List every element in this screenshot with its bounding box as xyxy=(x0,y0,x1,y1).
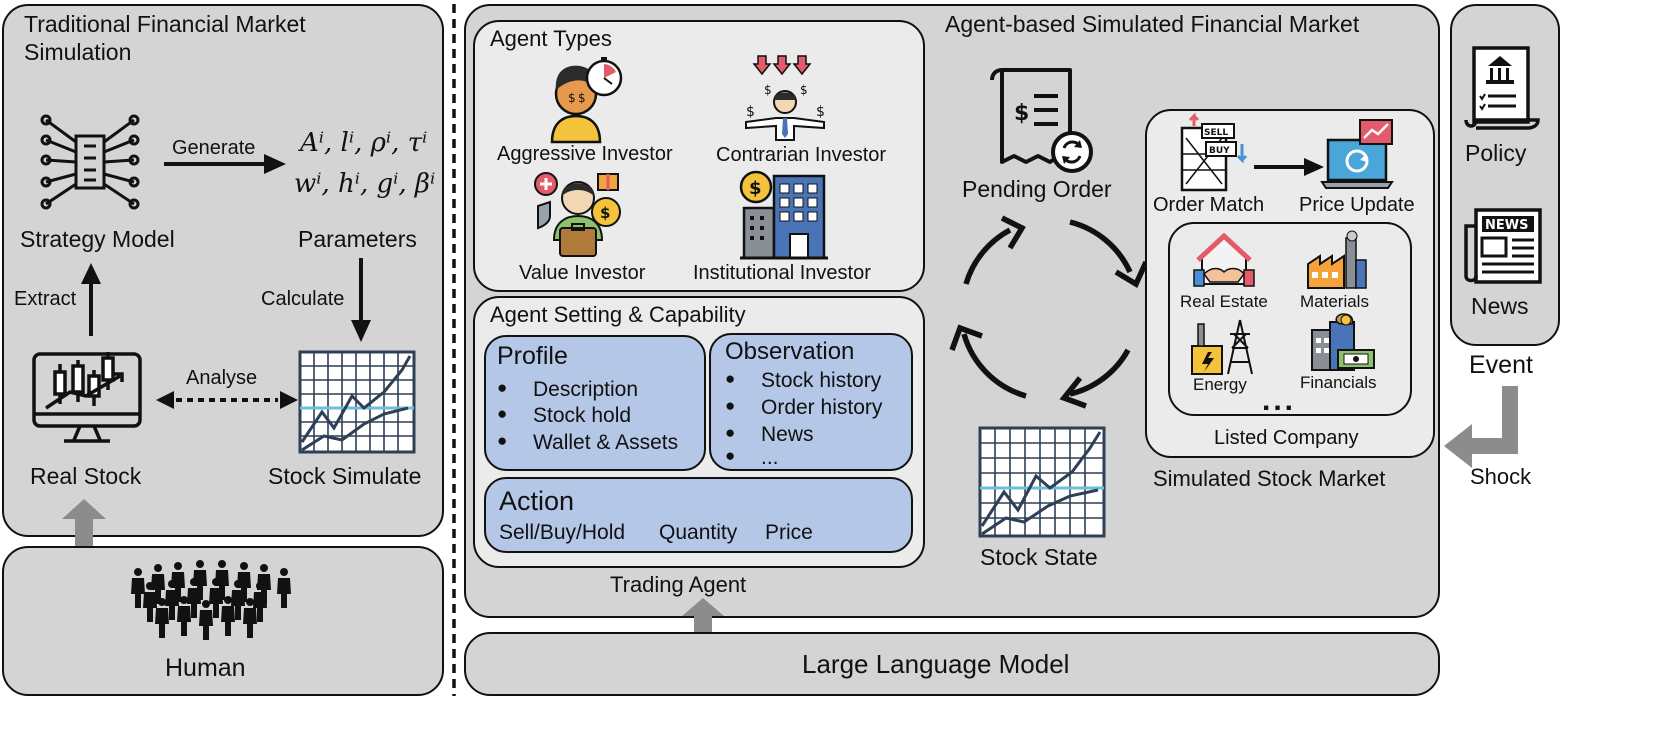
trading-agent-label: Trading Agent xyxy=(610,572,747,597)
stock-simulate-icon xyxy=(298,350,416,454)
policy-label: Policy xyxy=(1465,140,1527,166)
profile-item: Stock hold xyxy=(497,404,631,428)
price-update-icon xyxy=(1320,119,1394,189)
svg-text:$: $ xyxy=(568,91,576,105)
parameters-label: Parameters xyxy=(298,226,417,252)
institutional-investor-icon: $ xyxy=(739,170,828,260)
company-label-energy: Energy xyxy=(1193,375,1247,394)
company-label-real-estate: Real Estate xyxy=(1180,292,1268,311)
strategy-model-label: Strategy Model xyxy=(20,226,175,252)
policy-icon xyxy=(1464,46,1540,130)
section-divider xyxy=(452,4,456,696)
order-match-label: Order Match xyxy=(1153,194,1265,216)
calculate-label: Calculate xyxy=(261,288,345,310)
financials-icon xyxy=(1311,313,1375,371)
news-label: News xyxy=(1471,293,1529,319)
action-title: Action xyxy=(499,486,575,516)
sell-tag: SELL xyxy=(1204,128,1228,138)
observation-item: Order history xyxy=(725,396,882,420)
real-stock-label: Real Stock xyxy=(30,463,142,489)
contrarian-investor-label: Contrarian Investor xyxy=(716,144,887,166)
calculate-arrow xyxy=(351,258,371,342)
stock-state-label: Stock State xyxy=(980,544,1098,570)
svg-text:$: $ xyxy=(816,104,825,120)
action-item: Sell/Buy/Hold xyxy=(499,521,626,544)
extract-label: Extract xyxy=(14,288,77,310)
match-to-price-arrow xyxy=(1254,158,1324,176)
action-item: Quantity xyxy=(659,521,738,544)
company-label-financials: Financials xyxy=(1300,373,1377,392)
stock-market-title: Simulated Stock Market xyxy=(1153,466,1386,491)
energy-icon xyxy=(1191,319,1253,375)
svg-text:$: $ xyxy=(578,91,586,105)
company-label-materials: Materials xyxy=(1300,292,1369,311)
stock-state-icon xyxy=(978,426,1106,538)
action-box xyxy=(484,477,913,553)
llm-label: Large Language Model xyxy=(802,649,1070,679)
materials-icon xyxy=(1307,230,1367,289)
real-stock-icon xyxy=(32,352,142,443)
pending-order-icon: $ xyxy=(990,68,1093,173)
event-title: Event xyxy=(1469,351,1533,379)
svg-text:$: $ xyxy=(746,104,755,120)
svg-text:$: $ xyxy=(764,83,772,97)
generate-arrow xyxy=(164,154,286,174)
agent-setting-title: Agent Setting & Capability xyxy=(490,302,746,327)
observation-item: Stock history xyxy=(725,369,881,393)
stock-simulate-label: Stock Simulate xyxy=(268,463,422,489)
profile-title: Profile xyxy=(497,342,568,370)
llm-to-agent-arrow xyxy=(682,598,724,634)
llm-panel xyxy=(464,632,1440,696)
order-match-icon: SELL BUY xyxy=(1180,112,1248,192)
profile-item: Wallet & Assets xyxy=(497,431,678,455)
agent-market-title: Agent-based Simulated Financial Market xyxy=(945,11,1360,37)
real-estate-icon xyxy=(1193,232,1255,287)
buy-tag: BUY xyxy=(1209,146,1230,156)
news-icon: NEWS xyxy=(1464,208,1542,284)
traditional-panel xyxy=(2,4,444,537)
extract-arrow xyxy=(81,263,101,336)
profile-item: Description xyxy=(497,378,638,402)
parameters-formula-line1: Aⁱ, lⁱ, ρⁱ, τⁱ xyxy=(300,128,428,158)
analyse-label: Analyse xyxy=(186,367,258,389)
value-investor-icon: $ xyxy=(534,172,621,257)
price-update-label: Price Update xyxy=(1299,194,1415,216)
observation-item: News xyxy=(725,423,813,447)
traditional-title: Traditional Financial Market Simulation xyxy=(24,11,306,65)
svg-text:$: $ xyxy=(749,178,762,199)
parameters-formula-line2: wⁱ, hⁱ, gⁱ, βⁱ xyxy=(294,169,436,199)
shock-label: Shock xyxy=(1470,464,1532,489)
news-icon-text: NEWS xyxy=(1485,218,1528,233)
shock-arrow xyxy=(1444,386,1518,468)
aggressive-investor-label: Aggressive Investor xyxy=(497,143,673,165)
cycle-arrows xyxy=(949,215,1149,409)
strategy-model-icon xyxy=(40,114,140,210)
aggressive-investor-icon: $ $ xyxy=(550,57,623,144)
pending-order-label: Pending Order xyxy=(962,176,1112,202)
observation-item: ... xyxy=(726,446,779,470)
human-label: Human xyxy=(165,654,246,682)
listed-company-label: Listed Company xyxy=(1214,427,1359,449)
svg-text:$: $ xyxy=(800,83,808,97)
svg-text:$: $ xyxy=(600,204,610,222)
value-investor-label: Value Investor xyxy=(519,262,646,284)
agent-types-title: Agent Types xyxy=(490,26,612,51)
contrarian-investor-icon: $ $ $ $ xyxy=(745,55,825,141)
event-panel xyxy=(1450,4,1560,346)
svg-text:$: $ xyxy=(1014,101,1029,126)
agent-types-box xyxy=(473,20,925,292)
action-item: Price xyxy=(765,521,813,544)
generate-label: Generate xyxy=(172,137,256,159)
observation-title: Observation xyxy=(725,338,855,365)
more-companies-ellipsis: ... xyxy=(1262,384,1297,417)
institutional-investor-label: Institutional Investor xyxy=(693,262,871,284)
analyse-arrow xyxy=(156,391,298,409)
crowd-icon xyxy=(131,560,291,640)
human-to-real-stock-arrow xyxy=(62,499,106,547)
